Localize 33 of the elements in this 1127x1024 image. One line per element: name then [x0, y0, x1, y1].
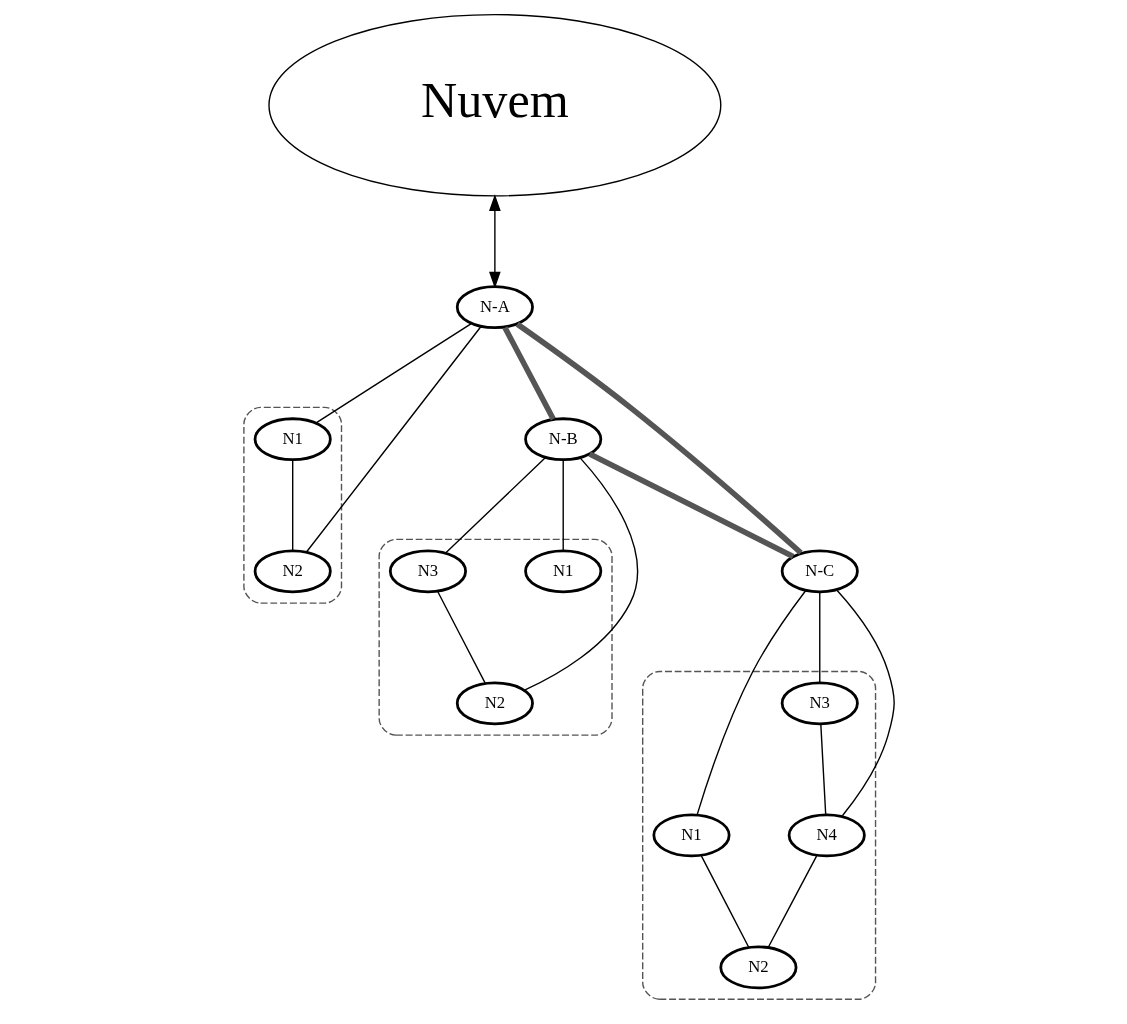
connector [502, 325, 556, 420]
connector [315, 322, 472, 424]
node-ellipse: N-B [524, 416, 603, 461]
node-ellipse: N1 [524, 548, 603, 593]
node-ellipse: N1 [652, 812, 731, 857]
connector [306, 325, 482, 552]
cluster [378, 538, 613, 736]
node-ellipse: N2 [253, 548, 332, 593]
connector [523, 456, 639, 691]
connector [696, 589, 807, 816]
connector [820, 723, 827, 815]
node-ellipse: N4 [787, 812, 866, 857]
arrow [489, 193, 501, 288]
connector [767, 854, 818, 948]
node-ellipse: N3 [388, 548, 467, 593]
node-ellipse: N3 [780, 680, 859, 725]
node-ellipse: N1 [253, 416, 332, 461]
cluster [642, 670, 877, 1000]
connector [588, 450, 795, 559]
connector [562, 459, 564, 551]
connector [444, 456, 547, 554]
node-ellipse: Nuvem [268, 13, 722, 197]
connector [515, 321, 803, 555]
connector [292, 459, 294, 551]
connector [819, 591, 821, 683]
cluster [243, 406, 343, 604]
node-ellipse: N2 [719, 945, 798, 989]
node-ellipse: N-C [780, 548, 859, 593]
node-ellipse: N-A [455, 284, 534, 329]
connector [437, 590, 486, 684]
connector [836, 589, 895, 816]
node-ellipse: N2 [455, 680, 534, 725]
connector [700, 854, 750, 948]
